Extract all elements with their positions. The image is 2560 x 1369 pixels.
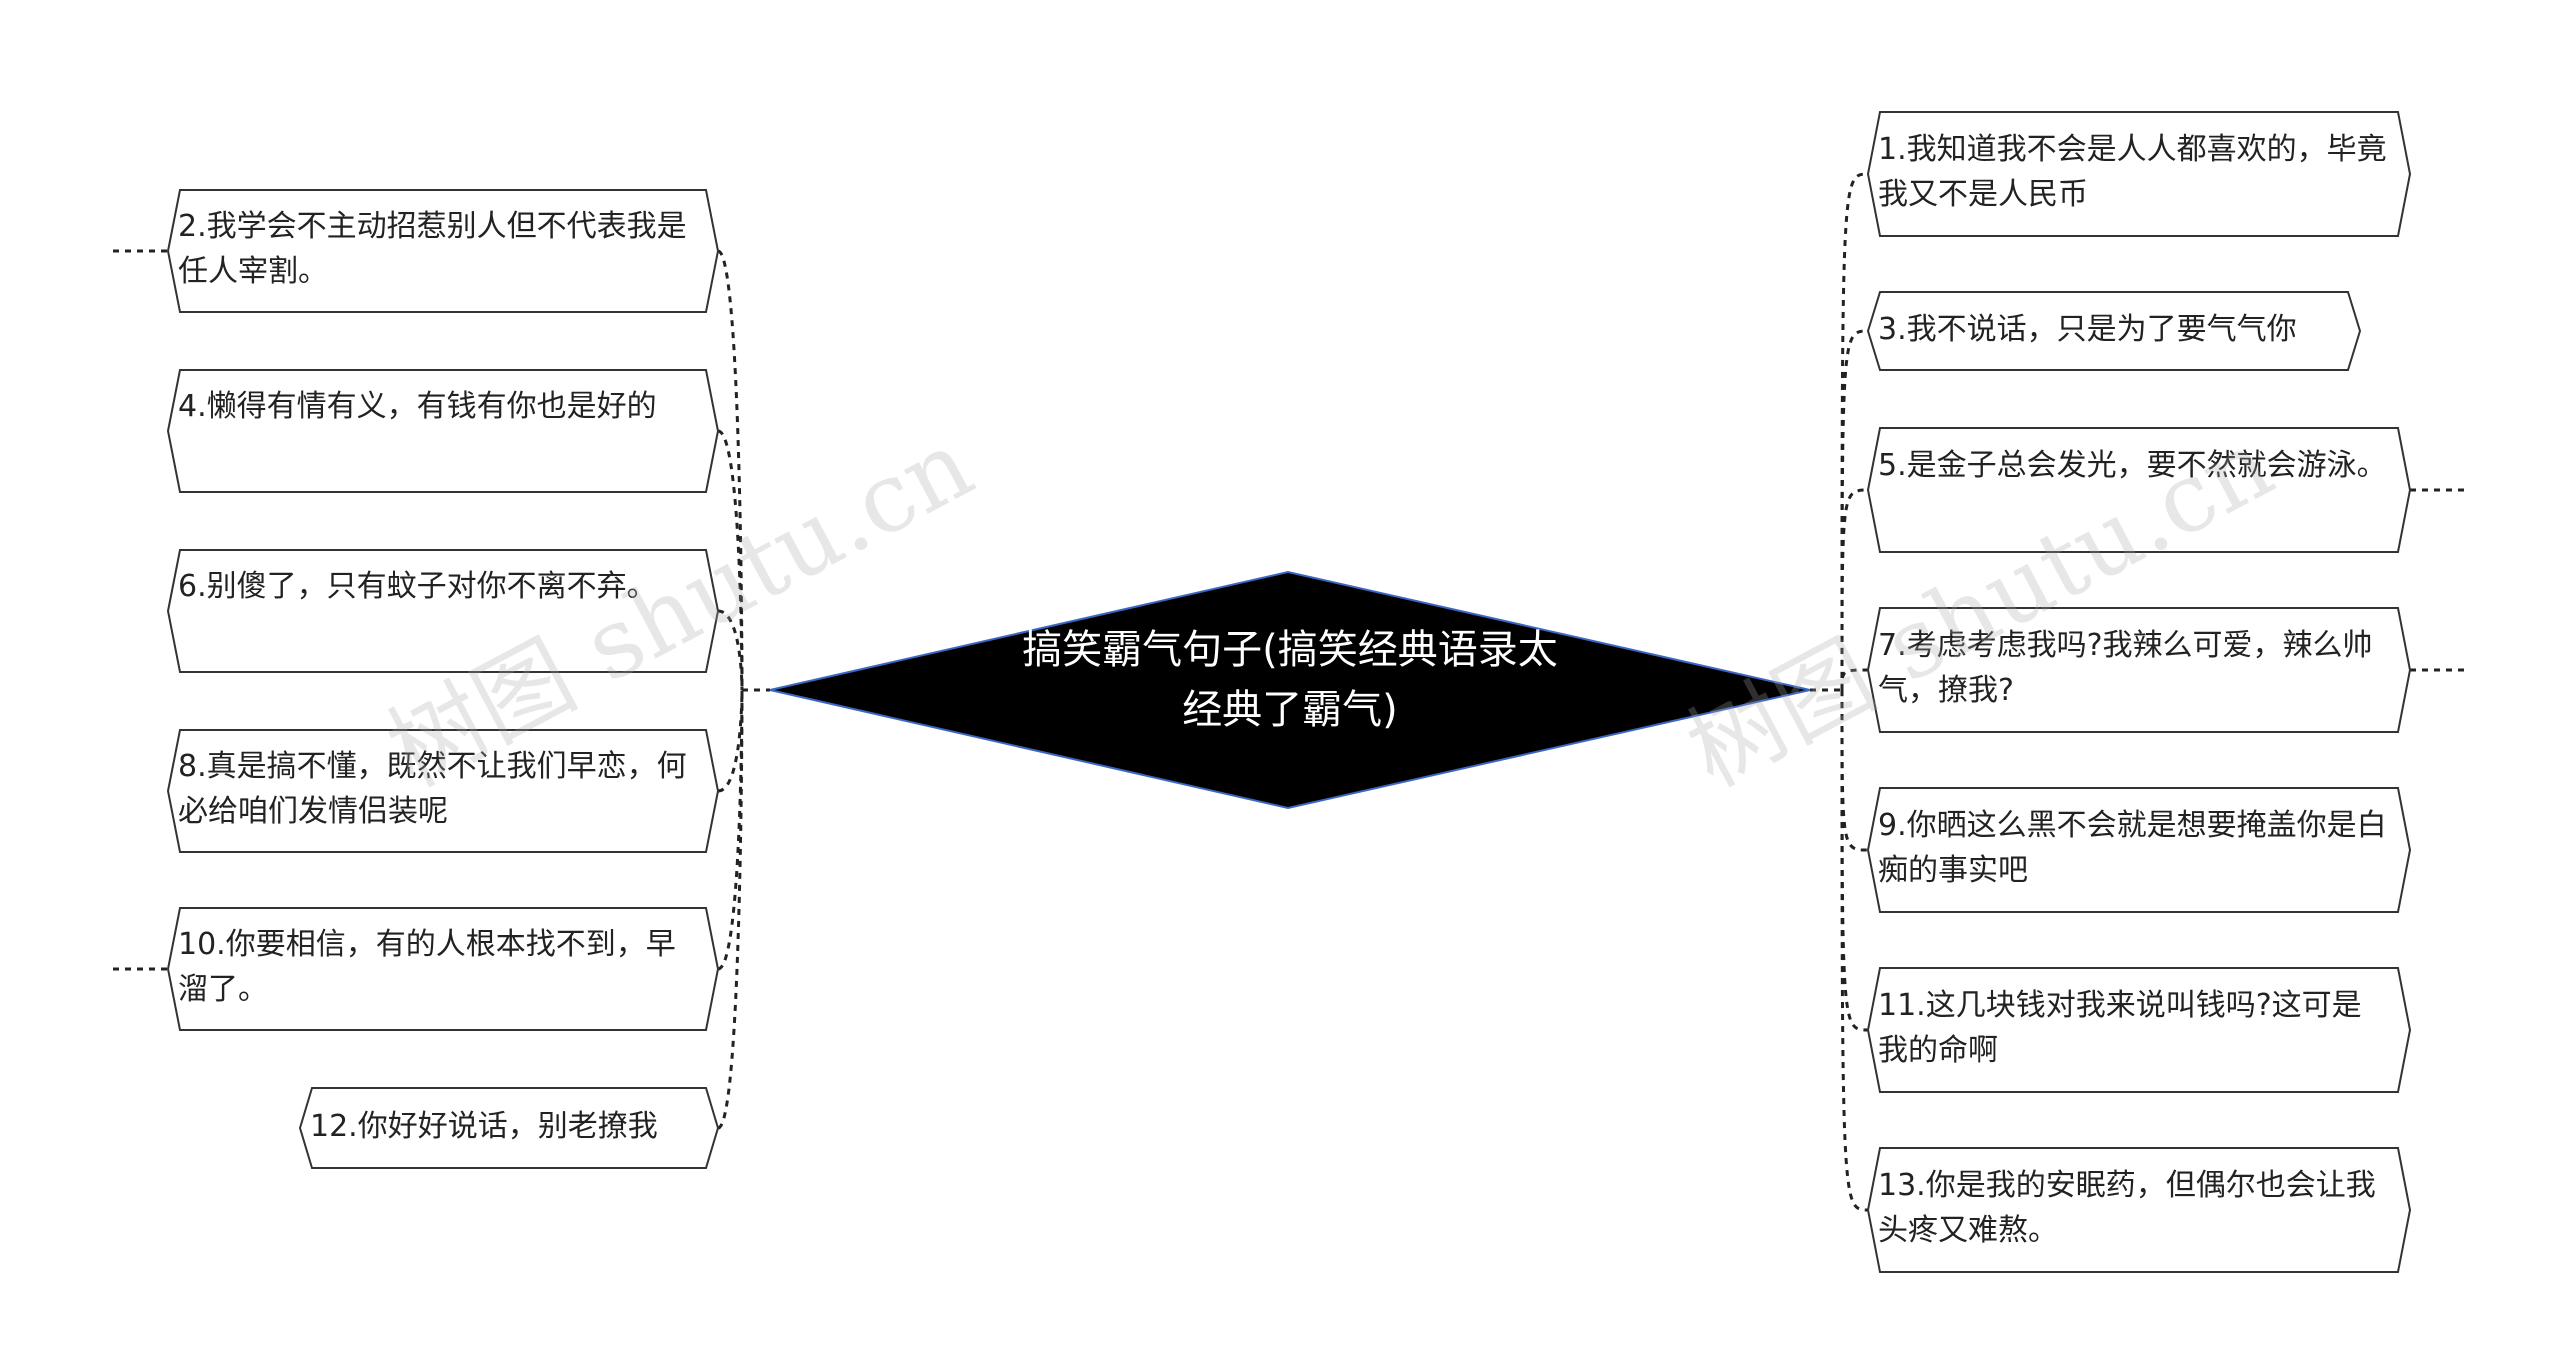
topic-node-label-11: 11.这几块钱对我来说叫钱吗?这可是我的命啊 bbox=[1878, 988, 2362, 1068]
topic-node-3[interactable] bbox=[1866, 291, 2362, 371]
node-shapes bbox=[166, 111, 2412, 1273]
connector-10 bbox=[717, 689, 744, 971]
topic-node-label-2: 2.我学会不主动招惹别人但不代表我是任人宰割。 bbox=[178, 209, 687, 289]
connector-4 bbox=[717, 429, 744, 691]
topic-node-8[interactable] bbox=[166, 729, 720, 853]
topic-node-2[interactable] bbox=[166, 189, 720, 313]
topic-node-12[interactable] bbox=[298, 1087, 720, 1169]
connector-13 bbox=[1840, 689, 1869, 1212]
topic-node-4[interactable] bbox=[166, 369, 720, 493]
connector-7 bbox=[1840, 668, 1869, 691]
topic-node-5[interactable] bbox=[1866, 427, 2412, 553]
topic-node-7[interactable] bbox=[1866, 607, 2412, 733]
topic-node-label-4: 4.懒得有情有义，有钱有你也是好的 bbox=[178, 389, 657, 424]
topic-node-label-12: 12.你好好说话，别老撩我 bbox=[310, 1108, 658, 1144]
topic-node-label-10: 10.你要相信，有的人根本找不到，早溜了。 bbox=[178, 927, 676, 1007]
topic-node-11[interactable] bbox=[1866, 967, 2412, 1093]
topic-node-label-13: 13.你是我的安眠药，但偶尔也会让我头疼又难熬。 bbox=[1878, 1168, 2376, 1248]
connector-12 bbox=[716, 689, 744, 1130]
topic-node-9[interactable] bbox=[1866, 787, 2412, 913]
connectors bbox=[113, 172, 2465, 1212]
connector-2 bbox=[716, 249, 744, 691]
connector-6 bbox=[717, 609, 744, 691]
topic-node-label-3: 3.我不说话，只是为了要气气你 bbox=[1878, 311, 2297, 347]
center-topic-label[interactable]: 搞笑霸气句子(搞笑经典语录太经典了霸气) bbox=[1022, 627, 1558, 733]
topic-node-10[interactable] bbox=[166, 907, 720, 1031]
center-topic-shape[interactable] bbox=[769, 570, 1811, 810]
topic-node-13[interactable] bbox=[1866, 1147, 2412, 1273]
topic-node-label-8: 8.真是搞不懂，既然不让我们早恋，何必给咱们发情侣装呢 bbox=[178, 749, 687, 829]
connector-8 bbox=[717, 689, 744, 793]
topic-node-label-5: 5.是金子总会发光，要不然就会游泳。 bbox=[1878, 448, 2387, 483]
topic-node-label-7: 7.考虑考虑我吗?我辣么可爱，辣么帅气，撩我? bbox=[1878, 628, 2373, 708]
connector-5 bbox=[1840, 488, 1869, 691]
topic-node-label-9: 9.你晒这么黑不会就是想要掩盖你是白痴的事实吧 bbox=[1878, 808, 2387, 888]
topic-node-1[interactable] bbox=[1866, 111, 2412, 237]
topic-node-label-1: 1.我知道我不会是人人都喜欢的，毕竟我又不是人民币 bbox=[1878, 132, 2387, 212]
topic-node-6[interactable] bbox=[166, 549, 720, 673]
topic-node-label-6: 6.别傻了，只有蚊子对你不离不弃。 bbox=[178, 569, 657, 604]
